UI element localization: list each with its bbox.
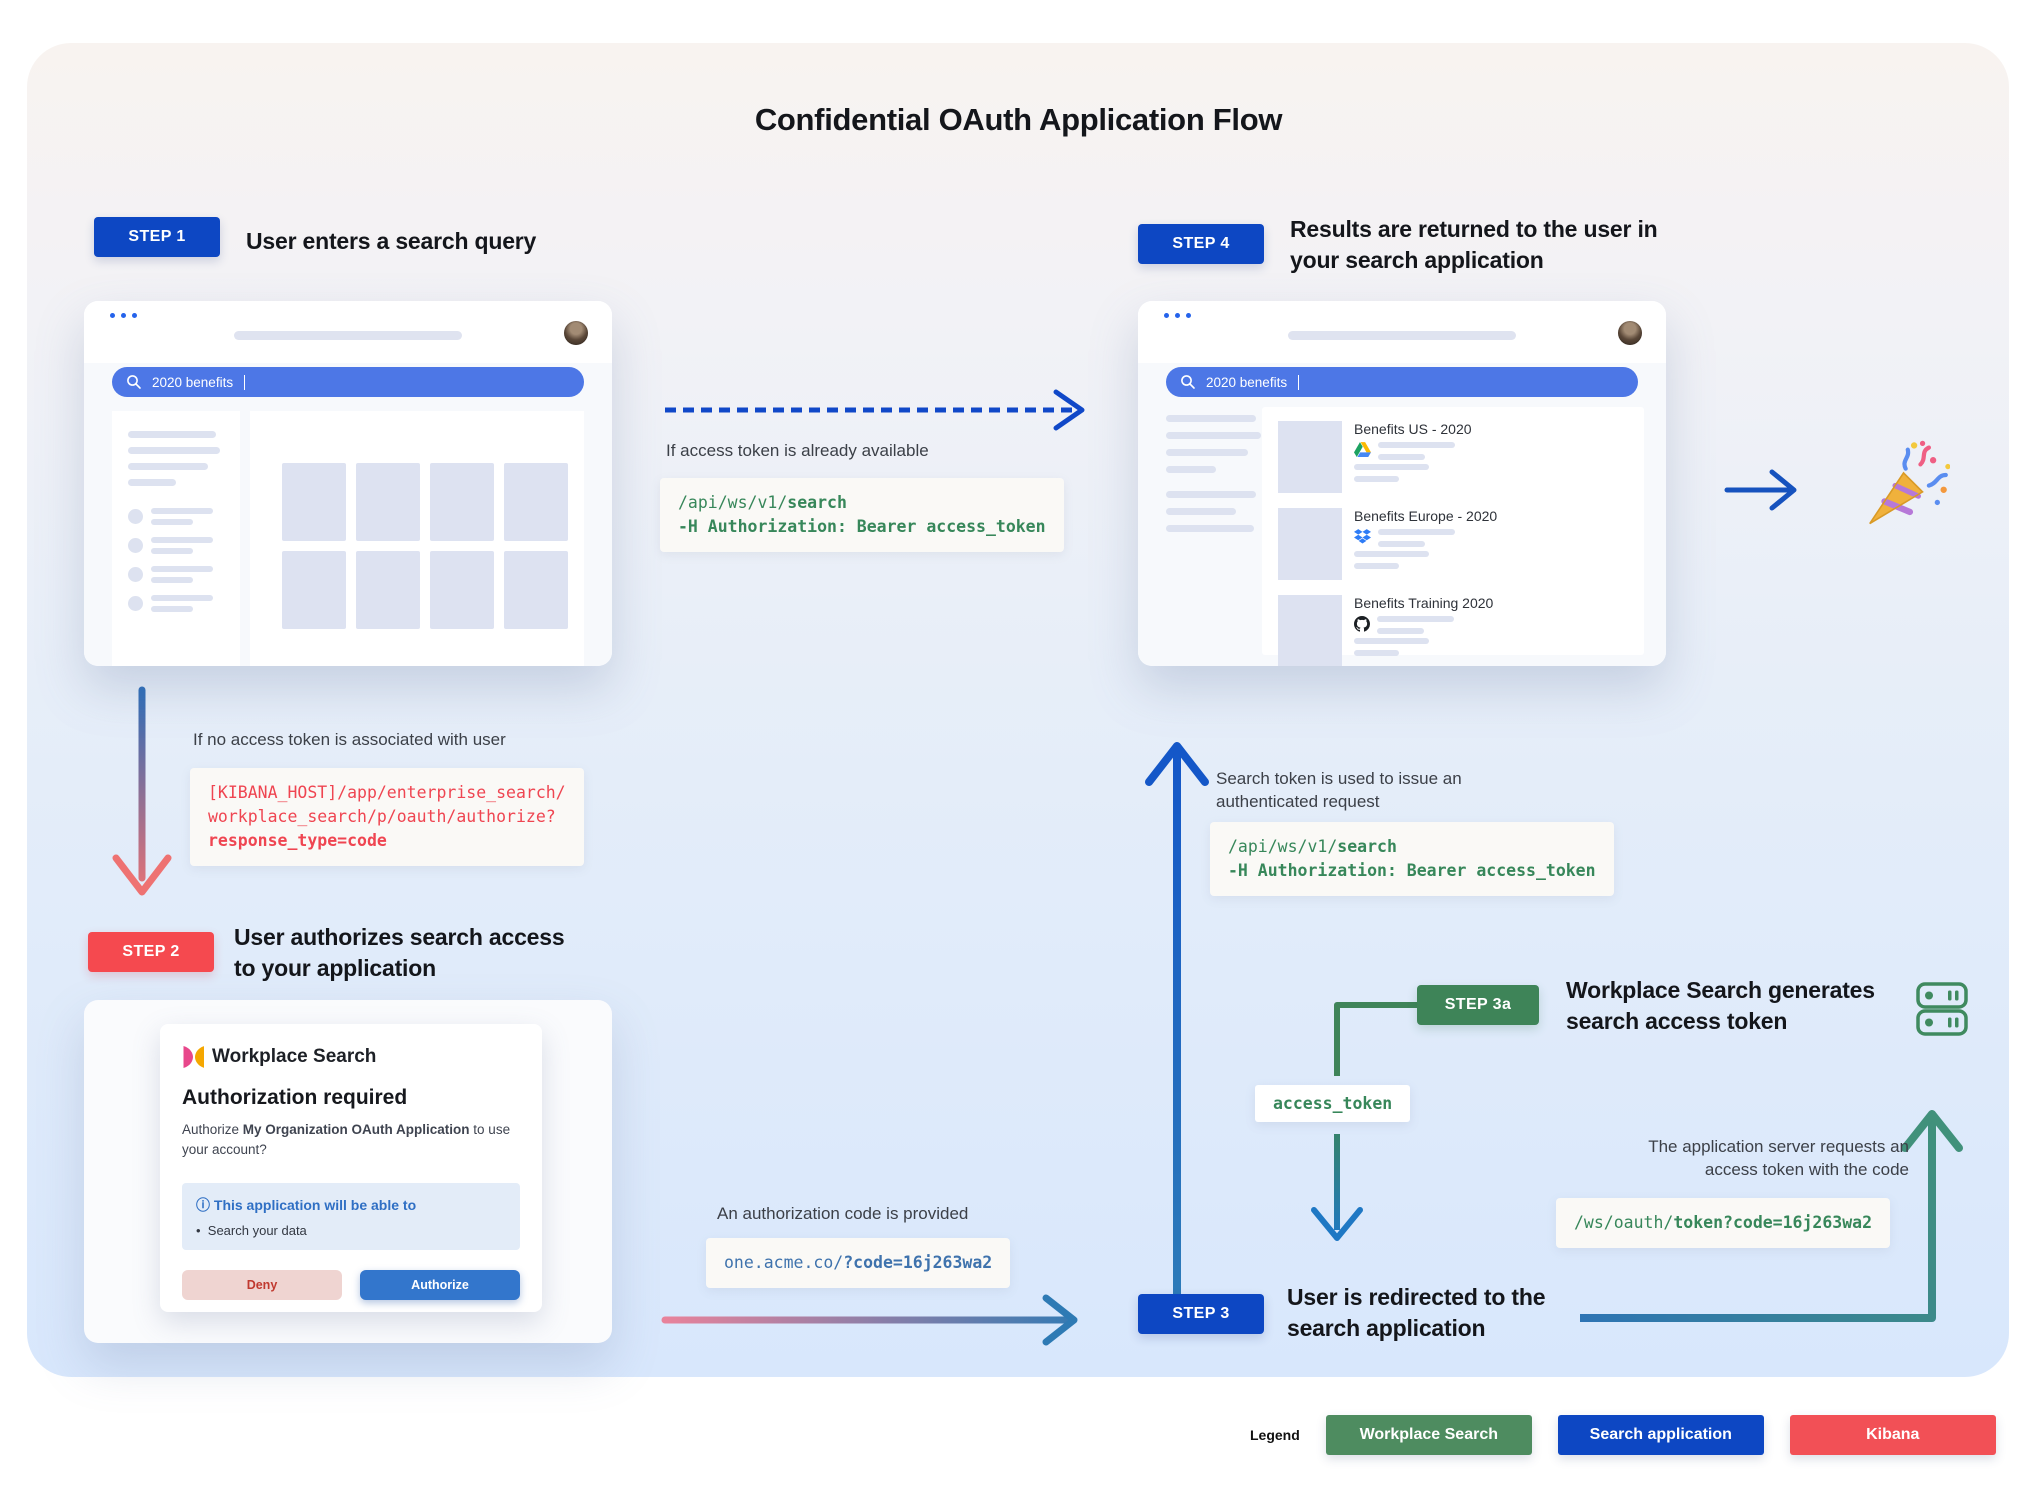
sidebar-skeleton <box>112 411 240 666</box>
code-redirect-url: one.acme.co/?code=16j263wa2 <box>706 1238 1011 1288</box>
step2-badge: STEP 2 <box>88 932 214 972</box>
sidebar-skeleton <box>1166 415 1261 532</box>
party-popper-icon <box>1869 440 1950 525</box>
result-thumbnail <box>1278 595 1342 666</box>
step3a-badge: STEP 3a <box>1417 985 1539 1025</box>
access-token-chip: access_token <box>1255 1085 1411 1122</box>
result-tiles-grid <box>282 463 568 629</box>
note-token-available: If access token is already available <box>666 441 929 460</box>
result-row: Benefits Europe - 2020 <box>1278 508 1628 580</box>
legend-workplace-search: Workplace Search <box>1325 1415 1532 1455</box>
search-query-text: 2020 benefits <box>1206 374 1288 390</box>
info-icon: ⓘ <box>196 1196 214 1213</box>
authorization-card: Workplace Search Authorization required … <box>160 1024 542 1312</box>
legend-label: Legend <box>1250 1427 1300 1443</box>
search-icon <box>127 375 141 389</box>
content-panel <box>250 411 584 666</box>
workplace-search-title: Workplace Search <box>212 1046 377 1067</box>
search-input[interactable]: 2020 benefits <box>112 367 584 397</box>
bullet-icon: • <box>196 1222 208 1238</box>
code-search-api: /api/ws/v1/search -H Authorization: Bear… <box>660 478 1064 552</box>
legend: Legend Workplace Search Search applicati… <box>1250 1415 1996 1455</box>
deny-button[interactable]: Deny <box>182 1269 342 1300</box>
step1-heading: User enters a search query <box>246 228 537 254</box>
window-dots-icon <box>1164 313 1191 318</box>
step4-badge: STEP 4 <box>1138 224 1264 264</box>
result-title: Benefits US - 2020 <box>1354 421 1472 437</box>
google-drive-icon <box>1354 442 1371 457</box>
note-no-token: If no access token is associated with us… <box>193 730 506 749</box>
result-title: Benefits Training 2020 <box>1354 595 1494 611</box>
result-row: Benefits US - 2020 <box>1278 421 1628 493</box>
browser-titlebar <box>84 301 612 363</box>
result-title: Benefits Europe - 2020 <box>1354 508 1498 524</box>
address-bar <box>1288 331 1516 340</box>
step3a-heading: Workplace Search generates search access… <box>1566 977 1875 1035</box>
user-avatar <box>564 321 588 345</box>
auth-body-text: Authorize My Organization OAuth Applicat… <box>182 1122 511 1158</box>
authorize-button[interactable]: Authorize <box>360 1269 520 1300</box>
note-search-token: Search token is used to issue an authent… <box>1216 769 1462 811</box>
legend-search-application: Search application <box>1557 1415 1764 1455</box>
legend-kibana: Kibana <box>1789 1415 1996 1455</box>
code-search-api-2: /api/ws/v1/search -H Authorization: Bear… <box>1210 822 1614 896</box>
result-row: Benefits Training 2020 <box>1278 595 1628 666</box>
text-caret <box>1298 374 1300 390</box>
result-thumbnail <box>1278 508 1342 580</box>
workplace-search-logo-icon <box>183 1046 204 1068</box>
browser-titlebar <box>1138 301 1666 363</box>
text-caret <box>244 374 246 390</box>
step1-badge: STEP 1 <box>94 217 220 257</box>
results-panel: Benefits US - 2020 Be <box>1262 407 1644 666</box>
step3-heading: User is redirected to the search applica… <box>1287 1284 1546 1342</box>
search-input[interactable]: 2020 benefits <box>1166 367 1638 397</box>
server-icon <box>1916 982 1968 1036</box>
search-query-text: 2020 benefits <box>152 374 234 390</box>
browser-window-step1: 2020 benefits <box>84 301 612 666</box>
scope-box: ⓘ This application will be able to • Sea… <box>182 1182 520 1250</box>
window-dots-icon <box>110 313 137 318</box>
search-icon <box>1181 375 1195 389</box>
step3-badge: STEP 3 <box>1138 1294 1264 1334</box>
auth-browser-panel: Workplace Search Authorization required … <box>84 1000 612 1343</box>
note-app-server: The application server requests an acces… <box>1648 1137 1909 1179</box>
step2-heading: User authorizes search access to your ap… <box>234 924 565 982</box>
code-authorize-url: [KIBANA_HOST]/app/enterprise_search/ wor… <box>190 768 584 866</box>
code-token-url: /ws/oauth/token?code=16j263wa2 <box>1556 1198 1891 1248</box>
step4-heading: Results are returned to the user in your… <box>1290 216 1658 274</box>
result-thumbnail <box>1278 421 1342 493</box>
dropbox-icon <box>1354 529 1371 544</box>
browser-window-step4: 2020 benefits Benefits US - 2020 <box>1138 301 1666 666</box>
page-title: Confidential OAuth Application Flow <box>754 102 1283 137</box>
auth-required-heading: Authorization required <box>182 1086 408 1109</box>
address-bar <box>234 331 462 340</box>
note-auth-code: An authorization code is provided <box>717 1204 969 1223</box>
github-icon <box>1354 616 1370 632</box>
user-avatar <box>1618 321 1642 345</box>
